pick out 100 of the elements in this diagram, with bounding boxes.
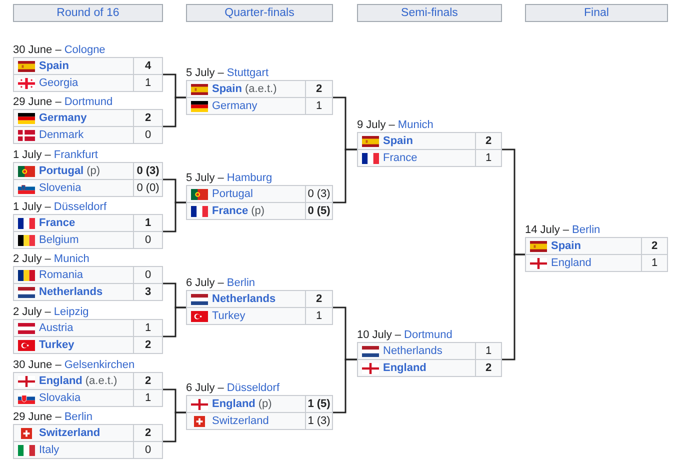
match-date: 1 July – [13,201,51,213]
team-row [13,126,163,144]
team-link: France [383,152,418,164]
team-row [525,237,668,255]
team-row [13,162,163,180]
team-link: Netherlands [212,293,276,305]
team-link: Denmark [39,129,84,141]
match-date: 30 June – [13,44,62,56]
score: 0 (5) [305,203,332,219]
team-row [13,283,163,301]
match-date: 29 June – [13,411,62,423]
team-link: Switzerland [39,427,100,439]
team-row [186,202,333,220]
team-link: Slovakia [39,392,81,404]
score: 1 [475,150,501,166]
match-date: 14 July – [525,224,570,236]
team-row [357,149,502,167]
match-date: 2 July – [13,306,51,318]
team-link: England [551,257,592,269]
team-row [186,395,333,413]
team-link: Slovenia [39,182,82,194]
team-row [13,109,163,127]
team-row [186,185,333,203]
team-row [186,290,333,308]
team-link: Netherlands [383,345,442,357]
venue-link: Stuttgart [226,67,268,79]
result-note: (a.e.t.) [244,83,277,95]
score: 2 [133,337,162,353]
team-row [13,319,163,337]
team-link: England [383,362,426,374]
team-row [13,336,163,354]
team-link: Georgia [39,77,78,89]
team-row [13,214,163,232]
score: 0 [133,442,162,458]
venue-link: Munich [398,119,434,131]
score: 0 [133,232,162,248]
score: 1 [133,75,162,91]
bracket-line [163,412,186,442]
venue-link: Düsseldorf [226,382,280,394]
bracket-line [163,96,186,128]
team-link: Germany [212,100,258,112]
venue-link: Berlin [64,411,92,423]
team-link: Switzerland [212,415,269,427]
venue-link: Hamburg [226,172,272,184]
bracket-line [502,254,525,360]
team-row [13,372,163,390]
match-date: 9 July – [357,119,395,131]
team-row [13,266,163,284]
round-header: Round of 16 [13,4,163,22]
venue-link: Dortmund [404,329,452,341]
team-link: France [212,205,248,217]
match-date: 2 July – [13,253,51,265]
score: 0 [133,127,162,143]
match-date: 10 July – [357,329,402,341]
team-row [13,441,163,459]
team-link: Austria [39,322,74,334]
team-row [13,74,163,92]
score: 3 [133,284,162,300]
team-link: England [212,398,256,410]
match-date: 6 July – [186,277,224,289]
result-note: (p) [251,205,265,217]
round-header: Quarter-finals [186,4,333,22]
team-link: Belgium [39,234,79,246]
venue-link: Dortmund [64,96,113,108]
match-date: 5 July – [186,67,224,79]
result-note: (p) [258,398,272,410]
team-row [186,80,333,98]
team-row [13,57,163,75]
team-row [186,97,333,115]
team-row [186,307,333,325]
score: 1 [133,390,162,406]
bracket-line [333,148,357,204]
match-date: 29 June – [13,96,62,108]
team-link: Turkey [212,310,246,322]
team-row [13,389,163,407]
team-row [13,231,163,249]
team-row [186,412,333,430]
team-link: Germany [39,112,87,124]
venue-link: Munich [54,253,90,265]
team-link: Turkey [39,339,74,351]
team-link: France [39,217,76,229]
team-link: Spain [383,135,413,147]
round-header: Semi-finals [357,4,502,22]
bracket-line [163,202,186,232]
team-link: Spain [551,240,581,252]
team-link: Portugal [39,165,84,177]
score: 1 (3) [305,413,332,429]
score: 1 [305,98,332,114]
team-link: Netherlands [39,286,103,298]
score: 1 [305,308,332,324]
bracket-line [333,358,357,414]
match-date: 1 July – [13,149,51,161]
venue-link: Berlin [226,277,256,289]
bracket-line [163,306,186,338]
team-row [525,254,668,272]
result-note: (a.e.t.) [85,375,118,387]
team-link: Spain [212,83,242,95]
venue-link: Gelsenkirchen [64,359,135,371]
team-link: Romania [39,269,84,281]
team-row [357,359,502,377]
